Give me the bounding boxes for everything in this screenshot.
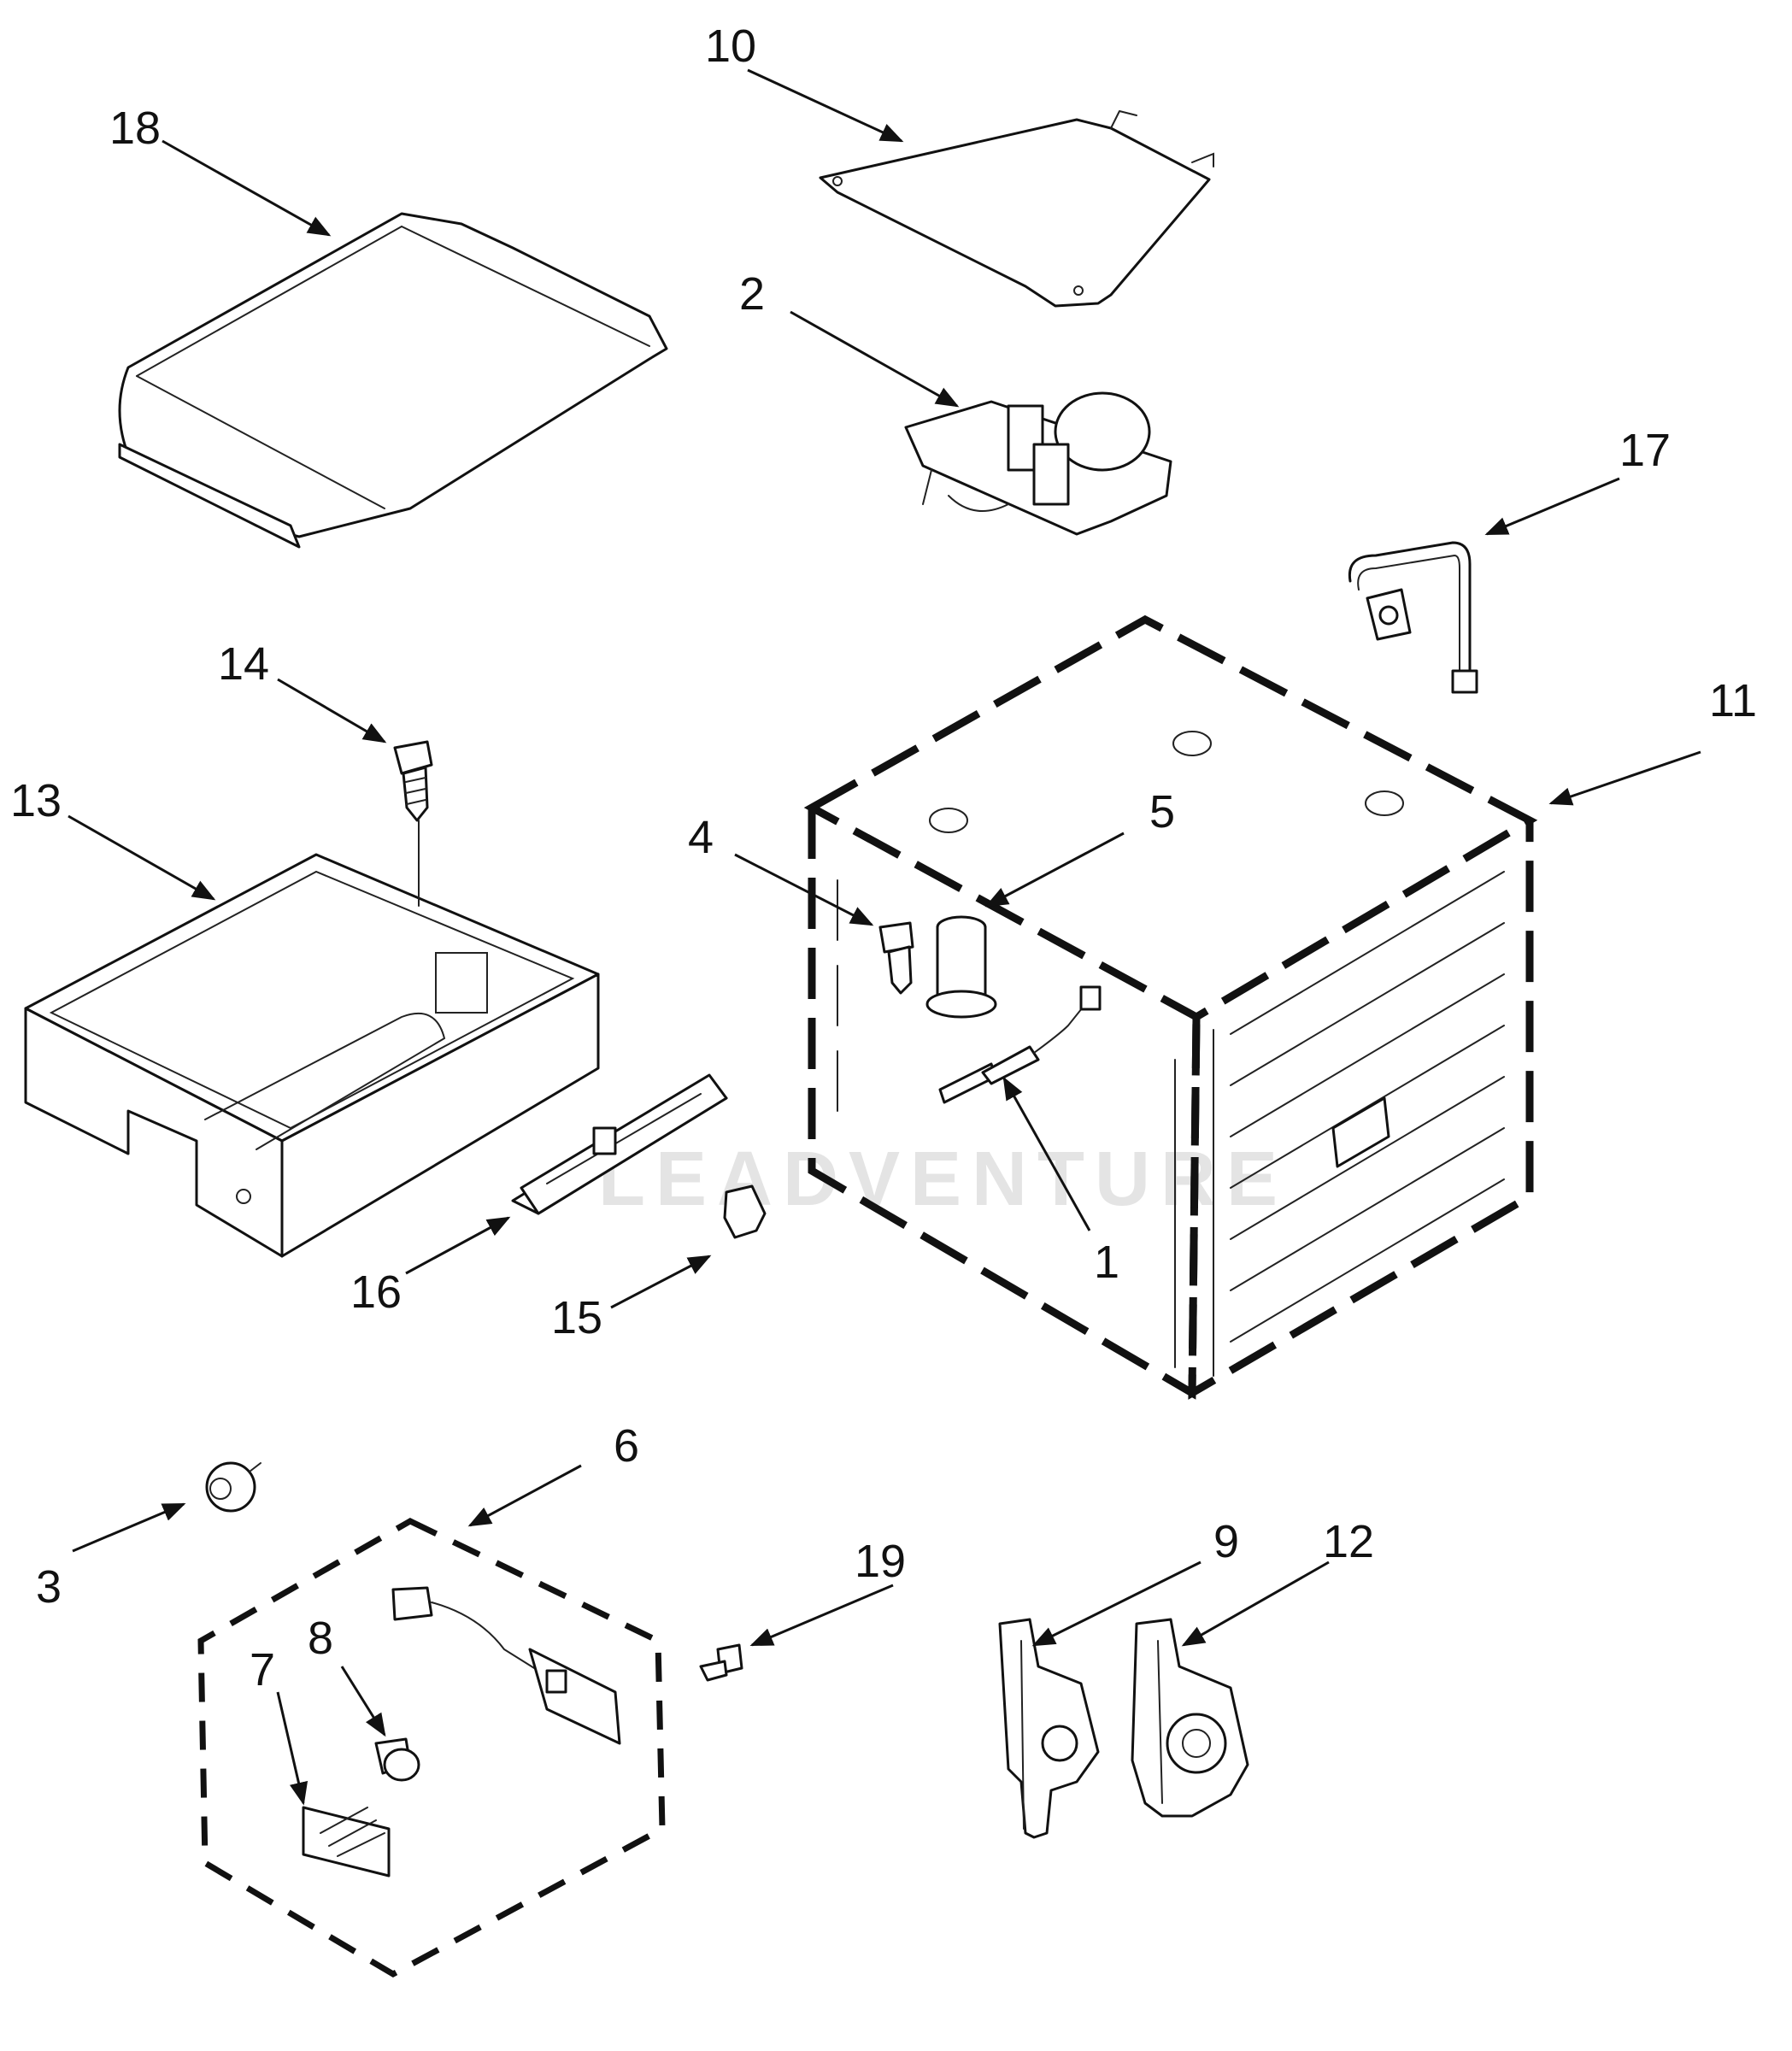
- leader-19: [749, 1584, 894, 1647]
- leader-11: [1548, 750, 1701, 806]
- leader-10: [747, 68, 904, 143]
- leader-18: [162, 139, 332, 237]
- callout-8: 8: [308, 1613, 333, 1664]
- leader-17: [1484, 477, 1620, 536]
- leader-4: [734, 853, 874, 926]
- callout-11: 11: [1709, 675, 1757, 726]
- callout-3: 3: [36, 1561, 62, 1613]
- part-11-oven-cavity: [803, 614, 1538, 1400]
- part-12-hinge: [1131, 1618, 1249, 1818]
- part-6-light-kit: [197, 1518, 666, 1978]
- callout-14: 14: [218, 638, 269, 690]
- part-3-knob: [205, 1461, 261, 1513]
- part-8-bulb: [374, 1737, 420, 1782]
- part-18-cover-panel: [118, 212, 668, 549]
- callout-10: 10: [705, 21, 756, 72]
- leader-9: [1031, 1560, 1202, 1647]
- watermark-text: LEADVENTURE: [598, 1137, 1288, 1222]
- leader-6: [467, 1464, 582, 1527]
- callout-4: 4: [688, 812, 714, 863]
- callout-18: 18: [109, 103, 161, 154]
- leader-5: [984, 832, 1125, 908]
- part-4-screw: [878, 921, 914, 995]
- part-14-screw: [393, 740, 433, 907]
- callout-13: 13: [10, 775, 62, 826]
- part-17-gas-tube: [1348, 541, 1478, 694]
- leader-12: [1181, 1560, 1330, 1647]
- part-10-bracket-plate: [819, 110, 1214, 308]
- part-5-igniter-sleeve: [925, 915, 997, 1019]
- callout-9: 9: [1213, 1516, 1239, 1567]
- part-16-burner: [511, 1073, 728, 1215]
- callout-16: 16: [350, 1266, 402, 1318]
- callout-19: 19: [855, 1536, 906, 1587]
- leader-3: [72, 1502, 186, 1553]
- callout-2: 2: [739, 268, 765, 320]
- callout-1: 1: [1094, 1237, 1119, 1288]
- part-13-burner-box: [24, 853, 600, 1258]
- callout-labels: 1 2 3 4 5 6 7 8 9 10 11 12 13 14 15 16 1…: [10, 21, 1757, 1695]
- part-1-igniter: [938, 985, 1102, 1104]
- callout-5: 5: [1149, 786, 1175, 837]
- part-7-lens: [302, 1806, 391, 1878]
- part-9-hinge: [998, 1618, 1100, 1839]
- callout-15: 15: [551, 1292, 602, 1343]
- leader-15: [610, 1255, 712, 1309]
- part-2-latch-assembly: [904, 391, 1172, 536]
- leader-1: [1002, 1076, 1091, 1231]
- part-15-clip: [723, 1184, 767, 1239]
- leader-lines: [68, 68, 1701, 1806]
- leader-13: [68, 814, 216, 901]
- part-19-screw: [699, 1643, 743, 1682]
- callout-7: 7: [250, 1644, 275, 1695]
- callout-17: 17: [1619, 425, 1671, 476]
- leader-14: [277, 678, 387, 743]
- leader-16: [405, 1216, 511, 1275]
- leader-2: [790, 310, 960, 408]
- callout-6: 6: [614, 1420, 639, 1472]
- callout-12: 12: [1323, 1516, 1374, 1567]
- leader-7: [276, 1691, 308, 1806]
- leader-8: [340, 1666, 386, 1737]
